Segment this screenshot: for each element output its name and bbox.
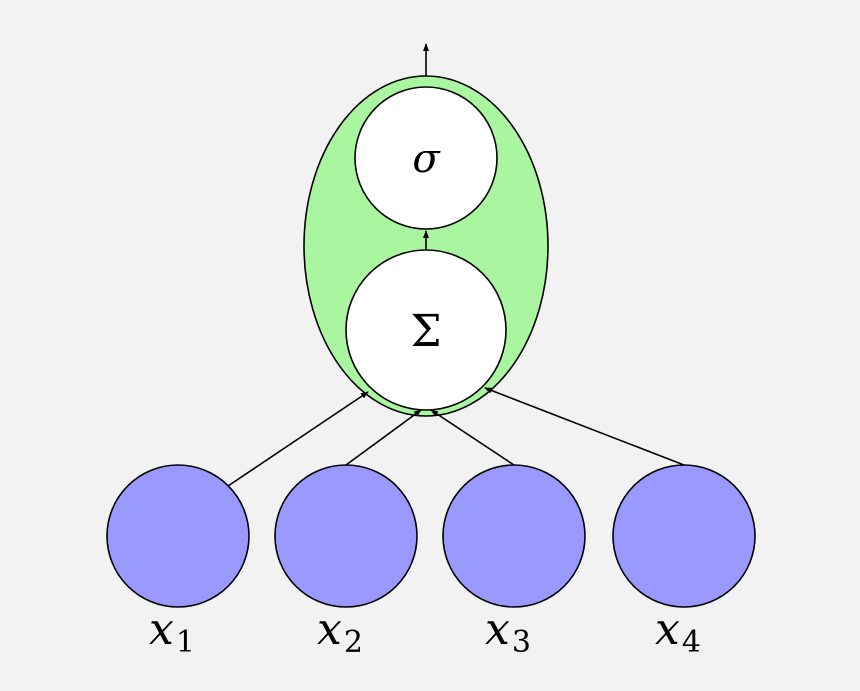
input-node-3 — [442, 464, 586, 608]
input-label-3: x3 — [485, 604, 531, 660]
input-label-2: x2 — [317, 604, 363, 660]
input-1-connection — [227, 391, 369, 487]
activation-node — [354, 86, 498, 230]
input-3-connection — [430, 409, 515, 466]
activation-symbol: σ — [412, 136, 441, 182]
input-2-connection — [345, 409, 422, 466]
summation-node — [345, 249, 507, 411]
input-node-1 — [106, 464, 250, 608]
sum-symbol: Σ — [410, 306, 441, 357]
input-node-2 — [274, 464, 418, 608]
input-node-4 — [612, 464, 756, 608]
input-label-1: x1 — [149, 604, 195, 660]
input-label-4: x4 — [655, 604, 701, 660]
input-4-connection — [484, 387, 685, 466]
